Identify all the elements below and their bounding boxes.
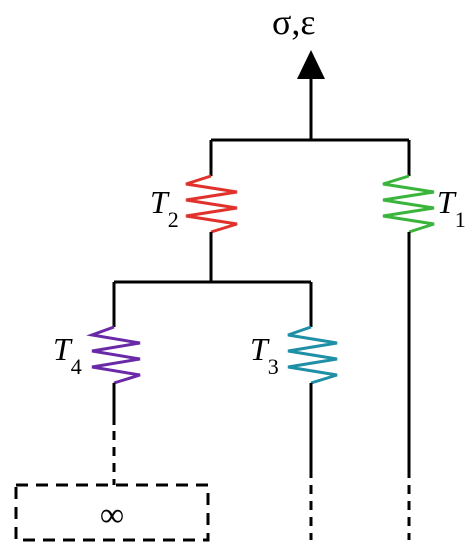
output-arrow (297, 50, 325, 140)
t2-letter: T (150, 184, 170, 220)
t2-subscript: 2 (168, 207, 179, 232)
t4-subscript: 4 (71, 354, 82, 379)
t3-label: T3 (250, 331, 279, 379)
t3-letter: T (250, 331, 270, 367)
t1-subscript: 1 (455, 207, 466, 232)
t3-spring (287, 325, 338, 385)
t4-letter: T (53, 331, 73, 367)
t2-label: T2 (150, 184, 179, 232)
t1-letter: T (437, 184, 457, 220)
infinity-label: ∞ (100, 497, 124, 534)
t4-spring (86, 325, 141, 385)
t2-spring (185, 174, 238, 234)
t4-label: T4 (53, 331, 82, 379)
t3-subscript: 3 (268, 354, 279, 379)
output-label: σ,ε (272, 2, 316, 42)
t1-spring (382, 174, 435, 234)
infinity-box (14, 483, 210, 542)
t1-label: T1 (437, 184, 466, 232)
